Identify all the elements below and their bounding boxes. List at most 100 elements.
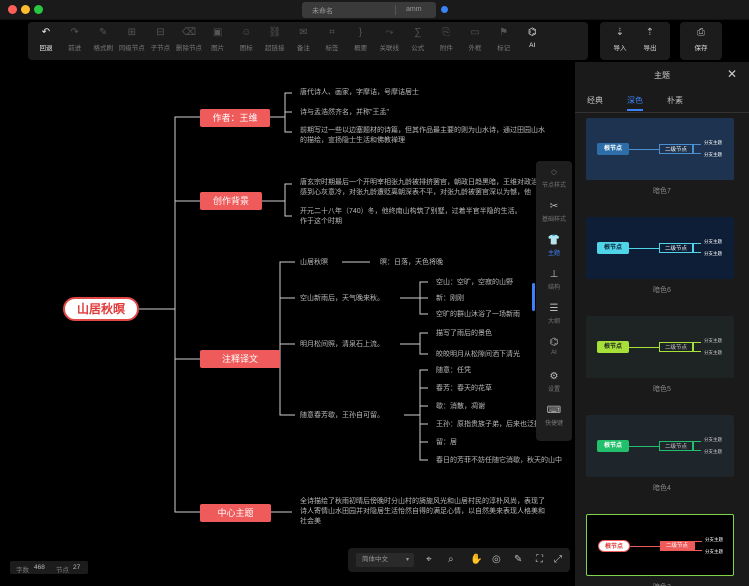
theme-bracket <box>693 243 701 253</box>
language-select[interactable]: 简体中文 ▾ <box>356 553 414 567</box>
toolbar-button-14[interactable]: ⎘附件 <box>432 26 460 56</box>
theme-card-3[interactable]: 根节点二级节点分支主题分支主题 <box>586 415 734 477</box>
leaf-author-3[interactable]: 前期写过一些以边塞题材的诗篇，但其作品最主要的则为山水诗，通过田园山水 <box>300 127 545 134</box>
fullscreen-icon[interactable]: ⤢ <box>554 554 562 565</box>
sidepanel-item-1[interactable]: ✂基础样式 <box>536 201 572 223</box>
export-icon: ⇡ <box>645 27 655 38</box>
sidepanel-item-6[interactable]: ⚙ 设置 <box>536 371 572 393</box>
theme-sub-2: 分支主题 <box>704 350 722 355</box>
export-button[interactable]: ⇡ 导出 <box>636 26 664 56</box>
theme-card-4[interactable]: 根节点二级节点分支主题分支主题 <box>586 514 734 576</box>
root-node[interactable]: 山居秋暝 <box>63 297 139 321</box>
toolbar-button-6[interactable]: ▣图片 <box>204 26 232 56</box>
theme-card-name-1: 暗色6 <box>653 287 671 294</box>
toolbar-button-1[interactable]: ↷前进 <box>61 26 89 56</box>
toolbar-button-12[interactable]: ⤳关联线 <box>375 26 403 56</box>
leaf-background-3[interactable]: 开元二十八年（740）冬，他终南山构筑了别墅，过着半官半隐的生活。 <box>300 208 522 215</box>
leaf-author-1[interactable]: 唐代诗人、画家，字摩诘，号摩诘居士 <box>300 89 419 96</box>
compass-icon[interactable]: ◎ <box>492 554 501 565</box>
file-title-box[interactable]: 未命名 amm <box>302 2 436 18</box>
toolbar-button-13[interactable]: ∑公式 <box>404 26 432 56</box>
sub-line2[interactable]: 明月松间照，清泉石上流。 <box>300 341 384 348</box>
toolbar-button-4[interactable]: ⊟子节点 <box>146 26 174 56</box>
theme-link <box>629 347 659 348</box>
import-button[interactable]: ⇣ 导入 <box>606 26 634 56</box>
leaf-theme-2[interactable]: 诗人寄情山水田园并对隐居生活怡然自得的满足心情，以自然美来表现人格美和 <box>300 508 545 515</box>
close-window-button[interactable] <box>8 5 17 14</box>
sidepanel-item-4[interactable]: ☰大纲 <box>536 303 572 325</box>
theme-card-1[interactable]: 根节点二级节点分支主题分支主题 <box>586 217 734 279</box>
leaf-author-4[interactable]: 的描绘，宣扬隐士生活和佛教禅理 <box>300 137 405 144</box>
sub-line2-leaf-2[interactable]: 皎皎明月从松隙间洒下清光 <box>436 351 520 358</box>
sub-line3-leaf-2[interactable]: 春芳：春天的花草 <box>436 385 492 392</box>
toolbar-button-10[interactable]: ⌗标签 <box>318 26 346 56</box>
sub-line3-leaf-5[interactable]: 留：居 <box>436 439 457 446</box>
fit-icon[interactable]: ⛶ <box>536 554 543 565</box>
sub-title-leaf[interactable]: 暝：日落，天色将晚 <box>380 259 443 266</box>
tab-dark[interactable]: 深色 <box>627 96 643 105</box>
sub-line3-leaf-1[interactable]: 随意：任凭 <box>436 367 471 374</box>
chars-value: 468 <box>34 564 45 571</box>
sub-line3-leaf-3[interactable]: 歇：消散，凋谢 <box>436 403 485 410</box>
sidepanel-item-3[interactable]: ⊥结构 <box>536 269 572 291</box>
sidepanel-item-5[interactable]: ⌬AI <box>536 337 572 356</box>
sidepanel-label: 设置 <box>547 387 560 393</box>
minimize-window-button[interactable] <box>21 5 30 14</box>
close-icon[interactable]: ✕ <box>727 67 738 81</box>
toolbar-button-0[interactable]: ↶回退 <box>32 26 60 56</box>
toolbar-button-7[interactable]: ☺图标 <box>232 26 260 56</box>
toolbar-button-16[interactable]: ⚑标记 <box>490 26 518 56</box>
hand-icon[interactable]: ✋ <box>470 554 483 565</box>
side-tool-panel: ◌节点样式 ✂基础样式 👕主题 ⊥结构 ☰大纲 ⌬AI ⚙ 设置 ⌨快捷键 <box>536 161 572 441</box>
sub-line1[interactable]: 空山新雨后，天气晚来秋。 <box>300 295 384 302</box>
sidepanel-item-7[interactable]: ⌨快捷键 <box>536 405 572 427</box>
toolbar-button-11[interactable]: }概要 <box>347 26 375 56</box>
toolbar-icon: ▣ <box>212 27 223 38</box>
branch-translation[interactable]: 注释译文 <box>200 350 280 368</box>
pen-icon[interactable]: ✎ <box>514 554 523 565</box>
toolbar-icon: ⌗ <box>329 27 335 38</box>
search-icon[interactable]: ⌕ <box>448 554 454 565</box>
toolbar-icon: ⌫ <box>181 27 197 38</box>
sub-line1-leaf-1[interactable]: 空山：空旷，空寂的山野 <box>436 279 513 286</box>
sub-line3-leaf-6[interactable]: 春日的芳菲不妨任随它消歇，秋天的山中 <box>436 457 562 464</box>
sub-line1-leaf-3[interactable]: 空旷的群山沐浴了一场新雨 <box>436 311 520 318</box>
leaf-theme-1[interactable]: 全诗描绘了秋雨初晴后傍晚时分山村的旖旎风光和山居村民的淳朴风尚，表现了 <box>300 498 545 505</box>
tab-classic[interactable]: 经典 <box>587 96 603 105</box>
toolbar-button-2[interactable]: ✎格式刷 <box>89 26 117 56</box>
branch-background[interactable]: 创作背景 <box>200 192 262 210</box>
tab-simple[interactable]: 朴素 <box>667 96 683 105</box>
leaf-background-2[interactable]: 感到心灰意冷，对张九龄遭贬离朝深表不平，对张九龄被罢官深以为憾，他 <box>300 189 531 196</box>
toolbar-button-3[interactable]: ⊞同级节点 <box>118 26 146 56</box>
toolbar-icon: ☺ <box>241 27 252 38</box>
theme-card-0[interactable]: 根节点二级节点分支主题分支主题 <box>586 118 734 180</box>
branch-author[interactable]: 作者：王维 <box>200 109 270 127</box>
maximize-window-button[interactable] <box>34 5 43 14</box>
sidepanel-item-0[interactable]: ◌节点样式 <box>536 167 572 189</box>
save-button[interactable]: ⎙ 保存 <box>687 26 715 56</box>
theme-card-2[interactable]: 根节点二级节点分支主题分支主题 <box>586 316 734 378</box>
toolbar-button-17[interactable]: ⌬AI <box>518 26 546 56</box>
file-name[interactable]: 未命名 <box>312 8 333 15</box>
leaf-author-2[interactable]: 诗与孟浩然齐名，并称"王孟" <box>300 109 389 116</box>
theme-card-name-2: 暗色5 <box>653 386 671 393</box>
mindmap-canvas[interactable]: 山居秋暝 作者：王维 唐代诗人、画家，字摩诘，号摩诘居士 诗与孟浩然齐名，并称"… <box>0 62 575 586</box>
sub-line1-leaf-2[interactable]: 新：刚刚 <box>436 295 464 302</box>
branch-theme[interactable]: 中心主题 <box>200 504 271 522</box>
locate-icon[interactable]: ⌖ <box>426 554 432 565</box>
toolbar-button-5[interactable]: ⌫删除节点 <box>175 26 203 56</box>
toolbar-button-9[interactable]: ✉备注 <box>289 26 317 56</box>
sub-line3[interactable]: 随意春芳歇，王孙自可留。 <box>300 412 384 419</box>
toolbar-button-8[interactable]: ⛓超链接 <box>261 26 289 56</box>
sub-title[interactable]: 山居秋暝 <box>300 259 328 266</box>
sidepanel-label: 结构 <box>547 285 560 291</box>
theme-bracket <box>694 541 702 551</box>
sidepanel-icon: ⚙ <box>549 371 559 382</box>
sub-line2-leaf-1[interactable]: 描写了雨后的景色 <box>436 330 492 337</box>
sidepanel-item-2[interactable]: 👕主题 <box>536 235 572 257</box>
leaf-background-4[interactable]: 作于这个时期 <box>300 218 342 225</box>
leaf-background-1[interactable]: 唐玄宗时期最后一个开明宰相张九龄被排挤罢官，朝政日趋黑暗，王维对政治 <box>300 179 536 186</box>
toolbar-button-15[interactable]: ▭外框 <box>461 26 489 56</box>
leaf-theme-3[interactable]: 社会美 <box>300 518 321 525</box>
sub-line3-leaf-4[interactable]: 王孙：原指贵族子弟，后来也泛指隐居的人 <box>436 421 536 428</box>
